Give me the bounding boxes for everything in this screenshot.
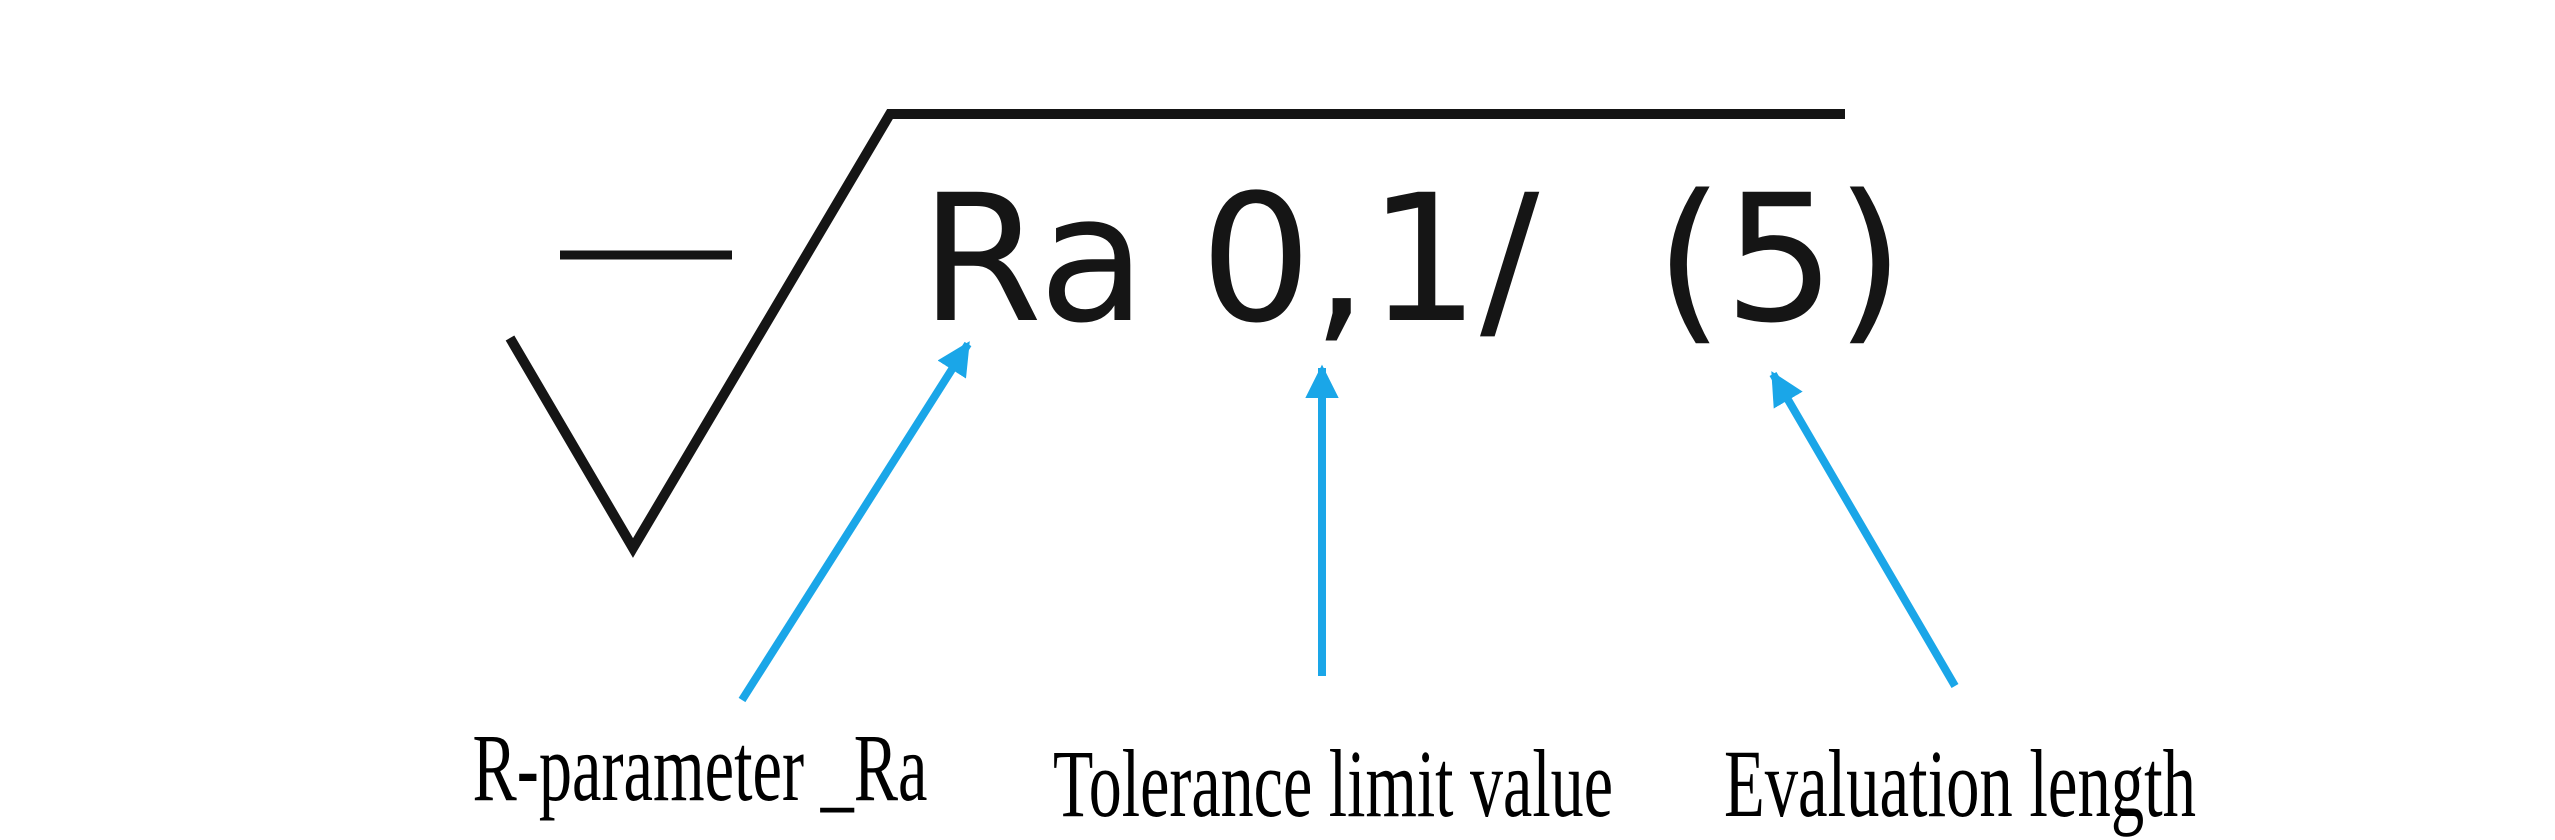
- annotation-labels: R-parameter _Ra Tolerance limit value Ev…: [473, 714, 2197, 837]
- specification-separator: /: [1480, 157, 1540, 362]
- roughness-specification: Ra 0,1 / (5): [920, 157, 1904, 362]
- radical-check-mark: [505, 109, 1845, 558]
- evaluation-length-value: (5): [1655, 157, 1904, 362]
- arrow-evaluation-length: [1769, 371, 1959, 689]
- label-tolerance-limit: Tolerance limit value: [1053, 730, 1613, 837]
- tolerance-value: 0,1: [1200, 157, 1480, 362]
- surface-texture-symbol: [505, 109, 1845, 558]
- roughness-parameter: Ra: [920, 157, 1146, 362]
- arrow-r-parameter: [738, 341, 972, 703]
- label-evaluation-length: Evaluation length: [1724, 730, 2196, 837]
- label-r-parameter: R-parameter _Ra: [473, 714, 928, 821]
- annotation-arrows: [738, 341, 1959, 703]
